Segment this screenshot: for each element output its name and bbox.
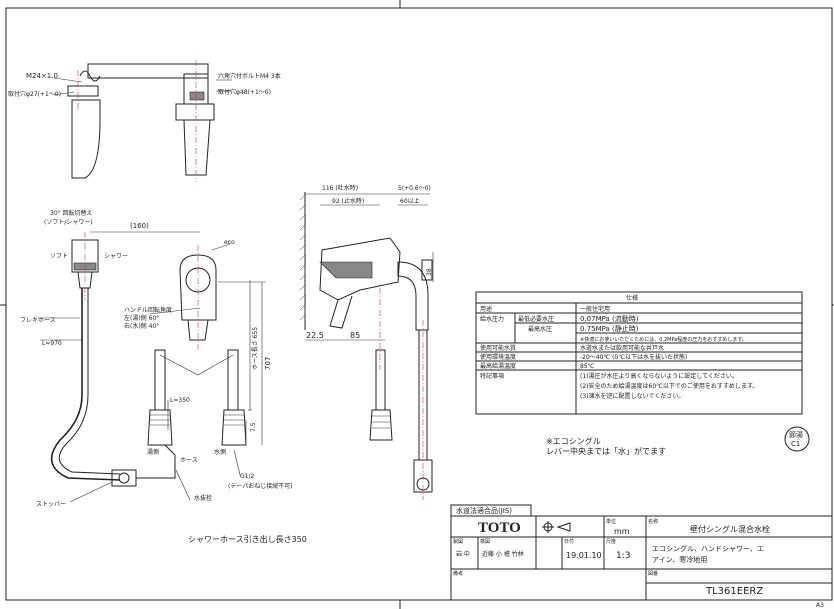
bolt-hole-label: 取付穴φ48(+1～0)	[218, 88, 271, 96]
spec-cell: -20～40℃ (0℃以下は水を抜いた状態)	[580, 353, 687, 361]
spec-table: 仕様 用途 一般住宅用 給水圧力 最低必要水圧 0.07MPa (流動時) 最高…	[475, 291, 803, 415]
side-faucet-body	[319, 237, 401, 301]
dim-225-label: 22.5	[306, 331, 324, 340]
product-desc-1: エコシングル、ハンドシャワー、エ	[652, 544, 764, 553]
switch-label: 30° 回転切替え	[50, 209, 93, 217]
product-name: 壁付シングル混合水栓	[690, 524, 770, 534]
spec-cell: 給水圧力	[480, 315, 504, 323]
spec-cell: (2)安全のため給湯温度は60℃以下でのご使用をおすすめします。	[580, 382, 758, 390]
scale-label: 尺度	[606, 538, 616, 545]
dim-38-label: 38	[426, 268, 433, 276]
length-970-label: L=970	[42, 340, 62, 347]
dim-116-label: 116 (吐水時)	[322, 184, 358, 192]
bolt-label: 六角穴付ボルトM4 3本	[218, 72, 281, 80]
svg-text:C1: C1	[791, 440, 800, 448]
width-160-label: (160)	[130, 222, 149, 230]
title-block: 水道法適合品(JIS) TOTO 単位 mm 名称 壁付シングル混合水栓 製図 …	[450, 504, 833, 609]
spec-cell: 85℃	[580, 363, 595, 370]
date-value: 19.01.10	[566, 551, 602, 560]
stopper-valve	[111, 469, 137, 487]
spec-cell: 使用環境温度	[480, 353, 516, 361]
hot-side-label: 湯側	[147, 448, 159, 456]
spec-cell: 最高給湯温度	[480, 362, 516, 370]
dim-85-label: 85	[350, 331, 360, 340]
water-saving-stamp: 節湯 C1	[784, 426, 810, 452]
drawn-label: 製図	[453, 538, 463, 545]
scale-value: 1:3	[616, 551, 630, 561]
shower-label: シャワー	[104, 253, 128, 260]
spec-cell: (3)凍水を逆に配置しないでください。	[580, 392, 684, 400]
drain-plug-label: 水抜栓	[194, 494, 212, 502]
projection-symbol	[542, 521, 571, 533]
side-view: 116 (吐水時) 92 (止水時) 5(+0.6～0) 60以上 38 22.…	[299, 184, 434, 500]
drawn-names: 岩 中	[456, 550, 470, 558]
switch-sub-label: (ソフト/シャワー)	[44, 219, 93, 226]
thread-label: M24×1.0	[26, 72, 58, 80]
dim-60-label: 60以上	[400, 197, 420, 205]
dim-707-label: 707	[264, 357, 272, 370]
dim-75-label: 7.5	[250, 422, 257, 432]
spec-cell: 0.07MPa (流動時)	[580, 314, 639, 323]
len-350-label: L=350	[170, 397, 190, 404]
spec-header: 仕様	[626, 294, 638, 302]
spec-cell: 0.75MPa (静止時)	[580, 324, 639, 333]
hot-pipe	[154, 349, 166, 411]
spec-cell: 用途	[480, 305, 492, 313]
eco-single-note: ※エコシングル	[546, 436, 601, 446]
drawing-border	[5, 7, 833, 601]
name-label: 名称	[648, 518, 658, 525]
sheet-size: A3	[816, 602, 824, 609]
spec-cell: 特記事項	[480, 372, 504, 380]
spec-rows: 用途 一般住宅用 給水圧力 最低必要水圧 0.07MPa (流動時) 最高水圧 …	[480, 305, 758, 400]
check-names: 近藤 小 檜 竹林	[482, 550, 524, 558]
remarks-label: 備考	[453, 570, 463, 577]
spec-cell: 一般住宅用	[580, 305, 610, 313]
spec-cell: (1)湯圧が水圧より高くならないように設定してください。	[580, 372, 738, 380]
svg-text:節湯: 節湯	[789, 430, 803, 439]
handle-angle-label: ハンドル回転角度	[124, 306, 172, 314]
cold-side-label: 水側	[214, 448, 226, 456]
spec-cell: 最低必要水圧	[518, 315, 554, 323]
stopper-label: ストッパー	[36, 501, 66, 508]
dim-5-label: 5(+0.6～0)	[398, 185, 431, 192]
soft-label: ソフト	[50, 253, 68, 260]
spec-cell: ※快適にお使いいただくためには、0.2MPa程度の圧力をおすすめします。	[580, 336, 747, 343]
g12-label: G1/2	[240, 473, 254, 480]
unit-value: mm	[614, 527, 630, 536]
unit-label: 単位	[606, 518, 616, 525]
handle-left-label: 左(湯)側 60°	[124, 314, 159, 322]
shower-hose-note: シャワーホース引き出し長さ350	[188, 534, 307, 544]
drawing-no-label: 図番	[648, 570, 658, 577]
handle-right-label: 右(水)側 40°	[124, 322, 159, 330]
front-view: 30° 回転切替え (ソフト/シャワー) ソフト シャワー フレキホース L=9…	[20, 209, 307, 544]
eco-lever-note: レバー中央までは「水」がでます	[546, 446, 666, 456]
spec-cell: 水道水または飲用可能な井戸水	[580, 344, 664, 352]
hose-mark-label: ホース	[180, 457, 198, 464]
spec-cell: 最高水圧	[528, 325, 552, 333]
jis-label: 水道法適合品(JIS)	[456, 506, 512, 515]
flex-hose	[50, 288, 121, 481]
flex-hose-label: フレキホース	[20, 317, 56, 324]
faucet-body	[179, 254, 217, 321]
spec-cell: 使用可能水質	[480, 344, 516, 352]
dim-92-label: 92 (止水時)	[332, 197, 364, 205]
toto-logo: TOTO	[478, 520, 521, 536]
date-label: 日付	[564, 538, 574, 545]
hose-655-label: ホース長さ 655	[252, 327, 259, 370]
cold-pipe	[227, 349, 239, 411]
eco-label: eco	[224, 239, 235, 246]
mount-hole-label: 取付穴φ27(+1～0)	[8, 90, 61, 98]
top-view: M24×1.0 取付穴φ27(+1～0) 六角穴付ボルトM4 3本 取付穴φ48…	[8, 60, 281, 182]
g12-note-label: (テーパおねじ接続不可)	[228, 482, 293, 490]
product-desc-2: アイン、寒冷地用	[652, 555, 707, 564]
check-label: 検図	[480, 538, 490, 545]
drawing-number: TL361EERZ	[705, 586, 763, 597]
